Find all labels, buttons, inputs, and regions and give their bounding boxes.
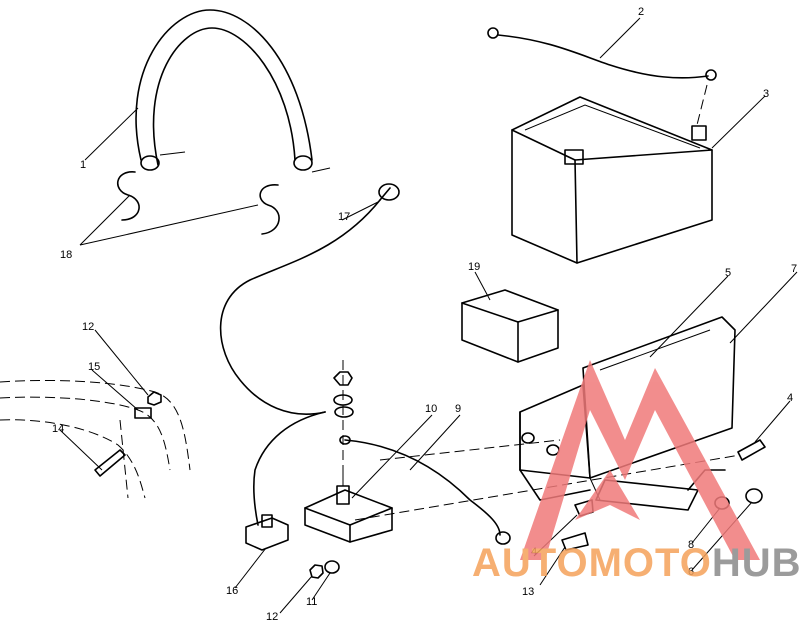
strap [135, 9, 331, 173]
watermark-text-dark: HUB [712, 541, 800, 585]
lower-fasteners [309, 560, 340, 579]
battery [511, 96, 713, 264]
callout-3: 3 [763, 88, 769, 100]
callout-9: 9 [455, 403, 461, 415]
battery-cable-top [487, 27, 717, 126]
callout-18: 18 [60, 249, 72, 261]
callout-17: 17 [338, 211, 350, 223]
callout-7: 7 [791, 263, 797, 275]
watermark-logo: AUTOMOTOHUB [472, 360, 800, 585]
frame-outline [0, 379, 191, 499]
spacer-block [461, 289, 559, 363]
battery-tray [519, 316, 736, 511]
callout-4a: 4 [787, 392, 793, 404]
svg-text:AUTOMOTOHUB: AUTOMOTOHUB [472, 541, 800, 585]
callout-8: 8 [688, 539, 694, 551]
callout-12a: 12 [82, 321, 94, 333]
callout-2: 2 [638, 6, 644, 18]
watermark-mountain-icon [520, 360, 760, 560]
callout-6: 6 [688, 566, 694, 578]
leader-lines [59, 17, 798, 614]
callout-14: 14 [52, 423, 64, 435]
callout-1: 1 [80, 159, 86, 171]
connector-plug [245, 514, 289, 551]
callout-labels: 1 2 3 4 4 5 6 7 8 9 10 11 12 12 13 14 15… [52, 6, 797, 623]
callout-13: 13 [522, 586, 534, 598]
long-cable [219, 183, 511, 545]
solenoid [304, 470, 393, 543]
s-hooks [117, 171, 280, 235]
callout-5: 5 [725, 267, 731, 279]
callout-10: 10 [425, 403, 437, 415]
callout-19: 19 [468, 261, 480, 273]
callout-12b: 12 [266, 611, 278, 623]
callout-15: 15 [88, 361, 100, 373]
callout-11: 11 [306, 596, 317, 608]
nut-washer-stack [333, 360, 354, 470]
callout-16: 16 [226, 585, 238, 597]
watermark-text-orange: AUTOMOTO [472, 541, 712, 585]
